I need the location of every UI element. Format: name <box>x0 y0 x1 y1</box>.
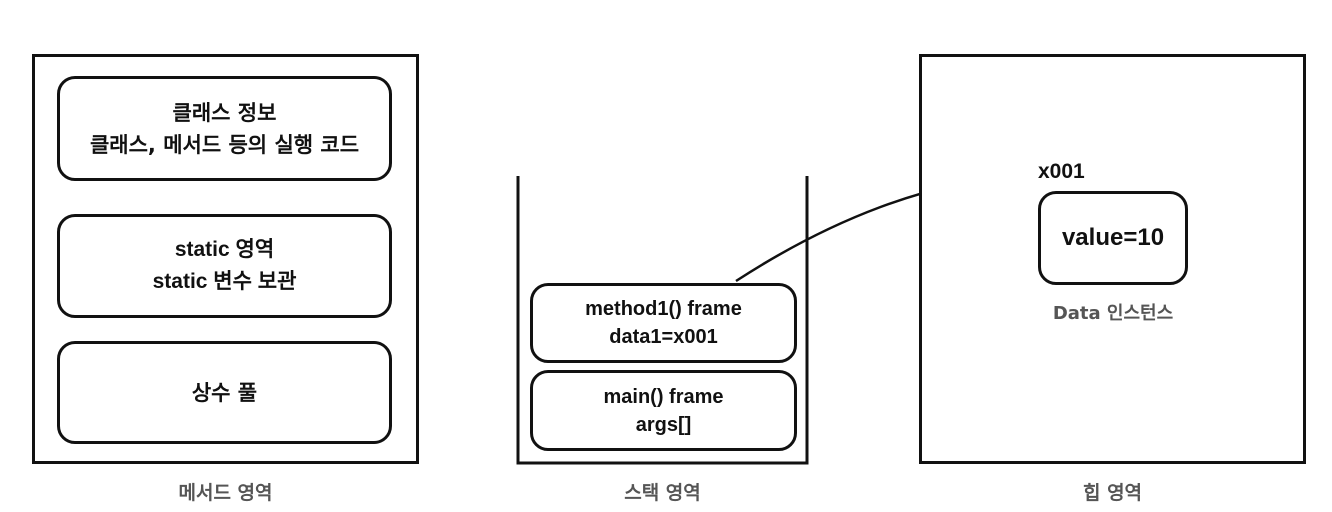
data-instance-box: value=10 <box>1038 191 1188 285</box>
class-info-desc: 클래스, 메서드 등의 실행 코드 <box>89 132 360 157</box>
heap-area-caption: 힙 영역 <box>1082 482 1143 504</box>
method-area-caption: 메서드 영역 <box>178 482 273 504</box>
instance-address: x001 <box>1038 160 1085 183</box>
constant-pool-title: 상수 풀 <box>191 380 258 405</box>
data-instance-label: Data 인스턴스 <box>1052 303 1174 324</box>
stack-frame-method1-var: data1=x001 <box>609 326 718 348</box>
static-area-title: static 영역 <box>174 238 275 261</box>
static-area-box: static 영역 static 변수 보관 <box>57 214 392 318</box>
stack-frame-main: main() frame args[] <box>530 370 797 451</box>
stack-container-outline <box>516 176 809 465</box>
stack-frame-main-title: main() frame <box>603 385 724 408</box>
instance-value: value=10 <box>1061 224 1165 251</box>
stack-area-caption: 스택 영역 <box>624 482 701 504</box>
class-info-title: 클래스 정보 <box>172 100 277 125</box>
stack-frame-method1: method1() frame data1=x001 <box>530 283 797 363</box>
static-area-desc: static 변수 보관 <box>152 270 297 293</box>
stack-frame-main-var: args[] <box>635 413 692 436</box>
class-info-box: 클래스 정보 클래스, 메서드 등의 실행 코드 <box>57 76 392 181</box>
constant-pool-box: 상수 풀 <box>57 341 392 444</box>
stack-frame-method1-title: method1() frame <box>585 298 742 320</box>
